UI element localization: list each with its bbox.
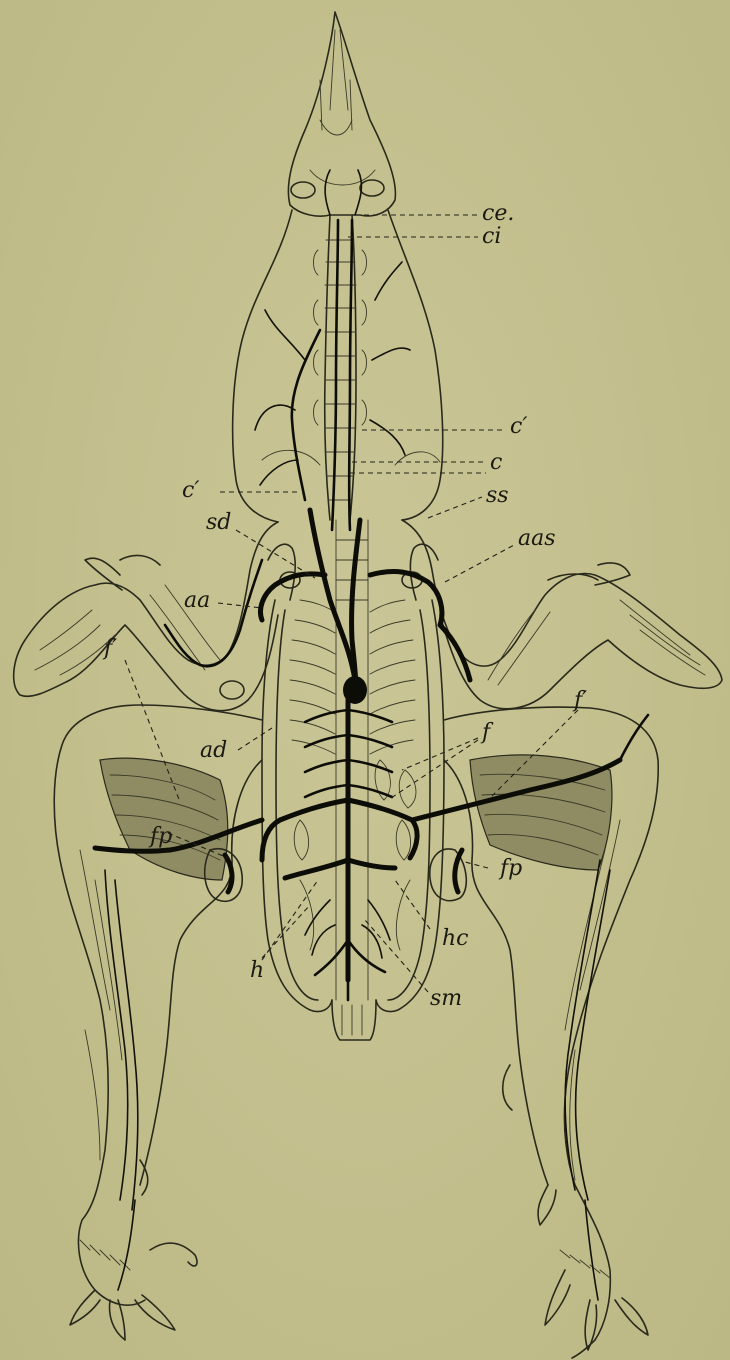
- left-wing: [14, 522, 278, 711]
- label-h: h: [250, 960, 264, 982]
- left-leg: [54, 705, 262, 1340]
- right-wing: [402, 520, 722, 709]
- cervical-vertebrae: [314, 215, 367, 520]
- label-sd: sd: [206, 512, 231, 534]
- label-fp-left: fp: [150, 826, 172, 848]
- label-sm: sm: [430, 988, 462, 1010]
- label-ce: ce.: [482, 203, 514, 225]
- label-f-prime-right: f′: [574, 690, 587, 712]
- label-c-prime-left: c′: [182, 480, 199, 502]
- label-hc: hc: [442, 928, 469, 950]
- label-fp-right: fp: [500, 858, 522, 880]
- label-aas: aas: [518, 528, 556, 550]
- label-ss: ss: [486, 485, 509, 507]
- label-ci: ci: [482, 226, 501, 248]
- label-ad: ad: [200, 740, 227, 762]
- label-f-prime-left: f′: [104, 638, 117, 660]
- label-aa: aa: [184, 590, 210, 612]
- label-c-prime-right: c′: [510, 416, 527, 438]
- label-c: c: [490, 452, 502, 474]
- label-f: f: [482, 722, 490, 744]
- skull: [288, 12, 395, 216]
